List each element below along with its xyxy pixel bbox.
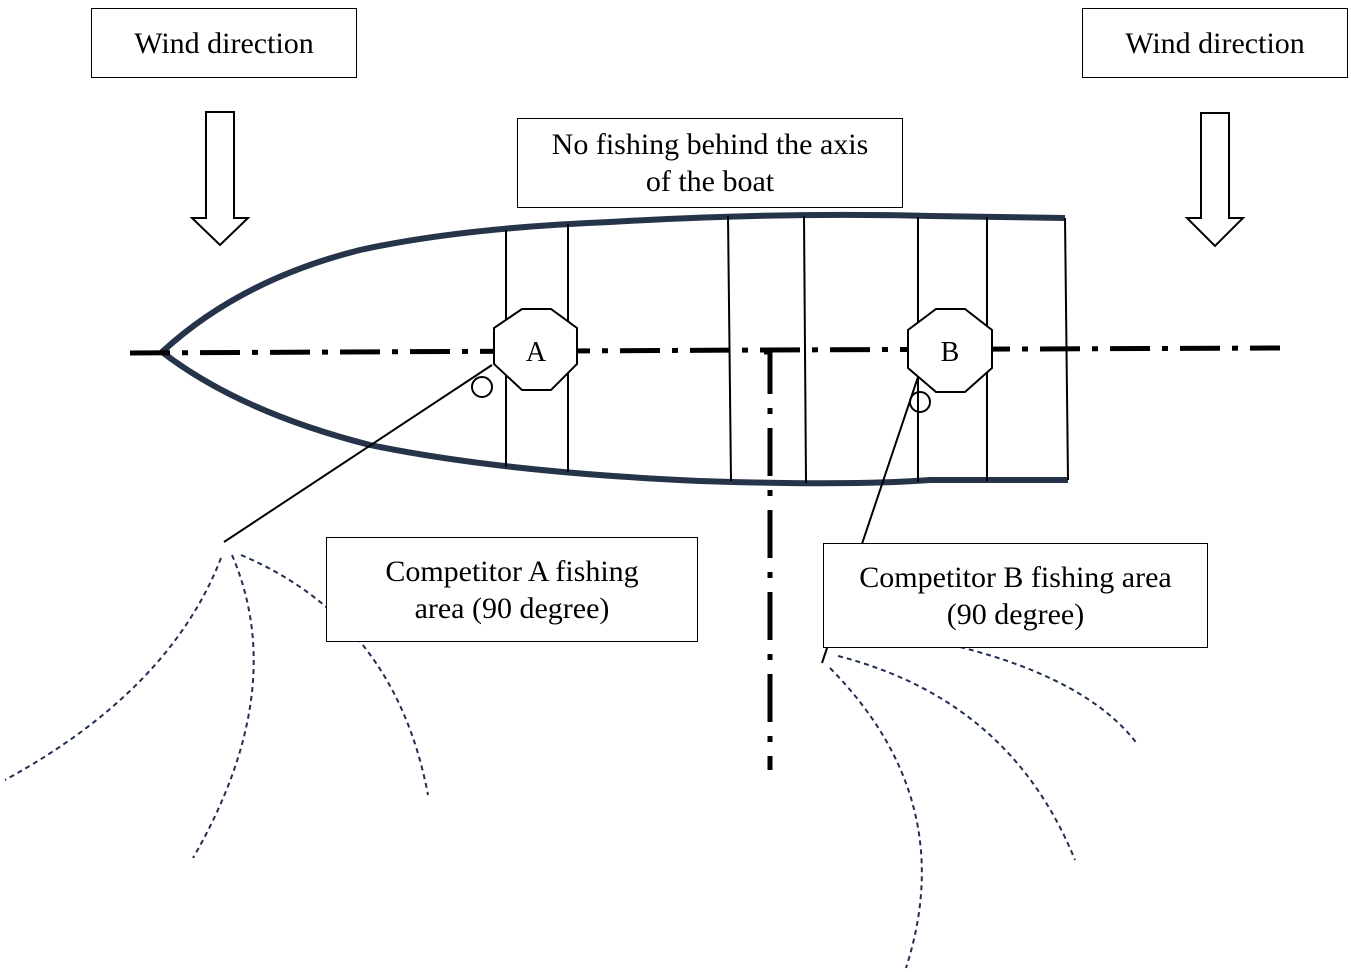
no-fishing-axis-line [764, 349, 773, 770]
competitor-b-fishing-area-label: Competitor B fishing area (90 degree) [823, 543, 1208, 648]
no-fishing-label: No fishing behind the axis of the boat [517, 118, 903, 208]
competitor-b-text-line2: (90 degree) [946, 597, 1085, 631]
wind-direction-text-left: Wind direction [134, 26, 314, 60]
competitor-a-rod-holder [471, 376, 493, 398]
competitor-b-marker [907, 308, 993, 393]
wind-direction-text-right: Wind direction [1125, 26, 1305, 60]
competitor-a-cast-lines [4, 554, 429, 859]
no-fishing-text-line2: of the boat [645, 165, 775, 198]
competitor-b-text-line1: Competitor B fishing area [859, 560, 1172, 594]
wind-arrow-left [189, 111, 251, 247]
competitor-a-text-line2: area (90 degree) [414, 591, 610, 625]
boat-axis-line [129, 345, 1281, 356]
no-fishing-text-line1: No fishing behind the axis [551, 128, 869, 161]
wind-direction-label-right: Wind direction [1082, 8, 1348, 78]
wind-arrow-right [1184, 112, 1246, 248]
competitor-a-letter: A [526, 337, 547, 368]
competitor-a-leader-line [223, 364, 493, 543]
competitor-a-text-line1: Competitor A fishing [385, 554, 639, 588]
competitor-b-cast-lines [829, 646, 1139, 969]
competitor-a-marker [493, 308, 578, 391]
competitor-b-letter: B [941, 337, 960, 368]
wind-direction-label-left: Wind direction [91, 8, 357, 78]
competitor-a-fishing-area-label: Competitor A fishing area (90 degree) [326, 537, 698, 642]
